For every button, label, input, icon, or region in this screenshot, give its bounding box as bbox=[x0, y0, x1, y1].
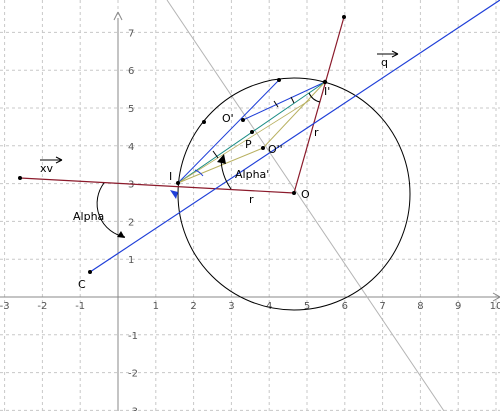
point-P bbox=[250, 130, 254, 134]
x-tick-label: 9 bbox=[455, 301, 461, 312]
label-C: C bbox=[78, 278, 86, 291]
label-r-right: r bbox=[314, 126, 319, 139]
red-line-xv bbox=[19, 177, 295, 194]
angle-arc-i-prime bbox=[308, 92, 321, 103]
blue-arrow-i bbox=[170, 190, 178, 199]
blue-line-o-prime-2 bbox=[242, 81, 326, 121]
point-C bbox=[88, 270, 92, 274]
x-tick-label: -2 bbox=[37, 301, 47, 312]
x-tick-label: -1 bbox=[75, 301, 85, 312]
y-tick-label: 7 bbox=[128, 28, 134, 39]
point-O-prime bbox=[241, 118, 245, 122]
label-alpha: Alpha bbox=[73, 210, 104, 223]
point-circle-left bbox=[202, 120, 206, 124]
label-q: q bbox=[381, 56, 388, 69]
point-xv-end bbox=[18, 176, 22, 180]
circle bbox=[177, 77, 411, 311]
y-tick-label: 2 bbox=[128, 217, 134, 228]
y-tick-label: -2 bbox=[128, 369, 138, 380]
angle-arc-i-small bbox=[194, 169, 204, 177]
x-tick-label: 5 bbox=[304, 301, 310, 312]
x-tick-label: 3 bbox=[228, 301, 234, 312]
points-layer bbox=[18, 15, 346, 274]
tick-labels: -3 -2 -1 1 2 3 4 5 6 7 8 9 10 7 6 5 4 3 2 1 -1 -2 -3 bbox=[0, 28, 500, 411]
x-tick-label: 10 bbox=[490, 301, 500, 312]
gray-diagonal-line bbox=[166, 0, 445, 411]
axes bbox=[0, 11, 500, 411]
red-line-radius-right bbox=[293, 16, 345, 194]
olive-line-3 bbox=[177, 99, 311, 184]
x-tick-label: 7 bbox=[379, 301, 385, 312]
label-I-prime: I' bbox=[324, 85, 330, 98]
olive-line-2 bbox=[262, 81, 326, 149]
alpha-prime-arrowhead bbox=[217, 154, 226, 164]
x-tick-label: 8 bbox=[417, 301, 423, 312]
label-r-bottom: r bbox=[249, 193, 254, 206]
tick-mark-3 bbox=[290, 96, 295, 104]
x-tick-label: 4 bbox=[266, 301, 272, 312]
y-tick-label: 5 bbox=[128, 104, 134, 115]
tick-mark-1 bbox=[212, 150, 219, 159]
point-I bbox=[176, 181, 180, 185]
y-tick-label: -3 bbox=[128, 406, 138, 411]
x-tick-label: 1 bbox=[153, 301, 159, 312]
label-alpha-prime: Alpha' bbox=[235, 168, 269, 181]
label-O-prime: O' bbox=[222, 112, 234, 125]
blue-line-cq bbox=[89, 0, 500, 273]
y-tick-label: 3 bbox=[128, 180, 134, 191]
label-O-double-prime: O'' bbox=[268, 143, 283, 156]
y-tick-label: 1 bbox=[128, 255, 134, 266]
alpha-angle-arc bbox=[96, 182, 126, 238]
point-circle-top bbox=[277, 78, 281, 82]
x-axis-arrow bbox=[492, 292, 500, 302]
olive-line-1 bbox=[177, 147, 264, 184]
tick-mark-2 bbox=[273, 100, 279, 108]
label-P: P bbox=[245, 138, 252, 151]
x-tick-label: -3 bbox=[0, 301, 10, 312]
alpha-angle-arrowhead bbox=[117, 231, 125, 238]
y-tick-label: -1 bbox=[128, 331, 138, 342]
x-tick-label: 6 bbox=[342, 301, 348, 312]
point-O-double-prime bbox=[261, 146, 265, 150]
x-tick-label: 2 bbox=[190, 301, 196, 312]
point-red-top bbox=[342, 15, 346, 19]
y-axis-arrow bbox=[113, 11, 123, 21]
y-tick-label: 4 bbox=[128, 142, 134, 153]
label-xv: xv bbox=[40, 162, 54, 175]
xv-vector-arrow bbox=[40, 156, 63, 164]
point-O bbox=[292, 191, 296, 195]
q-vector-arrow bbox=[377, 50, 399, 58]
point-I-prime bbox=[322, 79, 328, 85]
label-I: I bbox=[169, 170, 172, 183]
y-tick-label: 6 bbox=[128, 66, 134, 77]
label-O: O bbox=[301, 188, 310, 201]
blue-line-o-prime bbox=[177, 79, 280, 184]
